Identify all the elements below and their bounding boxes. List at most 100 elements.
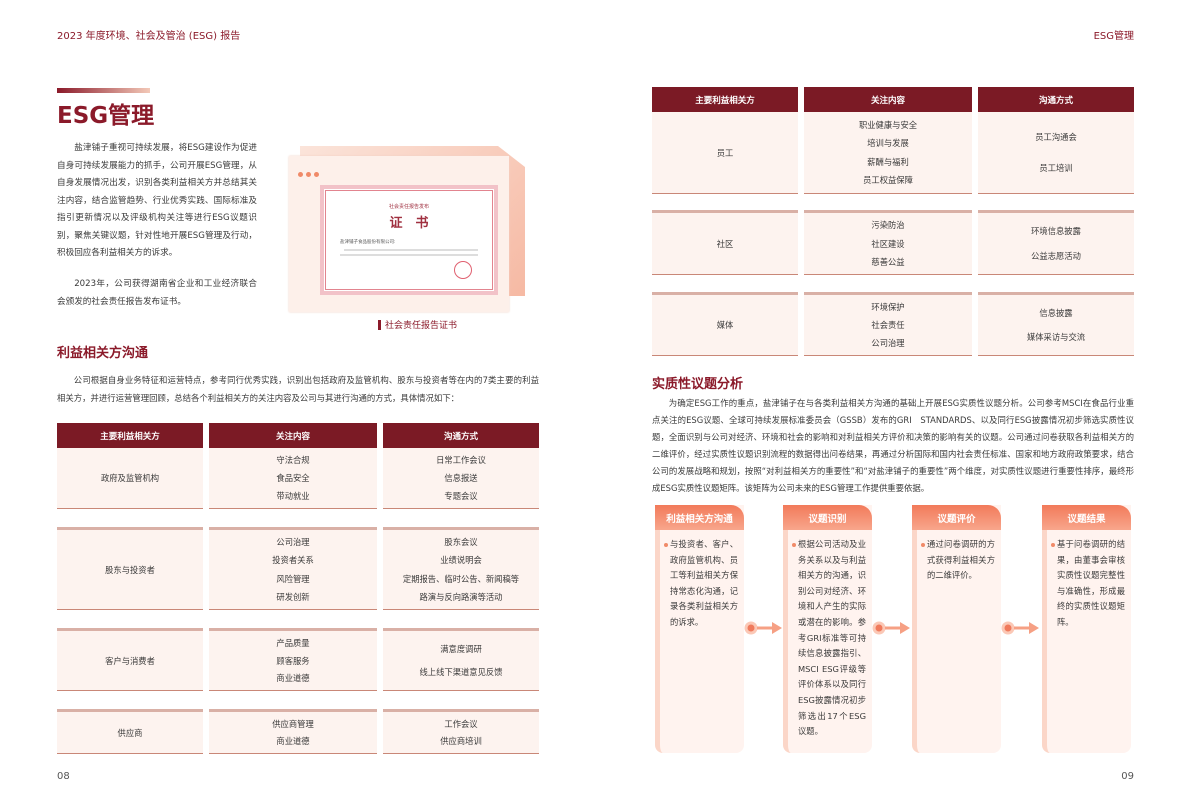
stakeholder-name: 供应商 xyxy=(117,727,143,738)
process-step: 议题评价通过问卷调研的方式获得利益相关方的二维评价。 xyxy=(912,505,1001,753)
concern-item: 研发创新 xyxy=(276,591,310,602)
table-column: 主要利益相关方员工社区媒体 xyxy=(652,87,798,357)
table-header-cell: 关注内容 xyxy=(804,87,972,112)
concern-item: 公司治理 xyxy=(276,537,310,548)
section-header: ESG管理 xyxy=(1093,31,1134,42)
materiality-section-title: 实质性议题分析 xyxy=(652,377,744,392)
stakeholder-name: 员工 xyxy=(716,147,734,158)
seal-icon xyxy=(454,261,472,279)
arrow-right-icon xyxy=(1001,621,1039,635)
concern-item: 薪酬与福利 xyxy=(867,156,909,167)
table-cell: 社区 xyxy=(652,210,798,275)
table-cell: 客户与消费者 xyxy=(57,628,203,691)
stakeholder-section-title: 利益相关方沟通 xyxy=(57,346,149,361)
table-header-cell: 主要利益相关方 xyxy=(652,87,798,112)
table-cell: 员工沟通会员工培训 xyxy=(978,112,1134,194)
process-step: 议题结果基于问卷调研的结果，由董事会审核实质性议题完整性与准确性，形成最终的实质… xyxy=(1042,505,1131,753)
table-cell: 污染防治社区建设慈善公益 xyxy=(804,210,972,275)
page-number-right: 09 xyxy=(1121,771,1134,782)
table-cell: 满意度调研线上线下渠道意见反馈 xyxy=(383,628,539,691)
process-step-title: 议题结果 xyxy=(1042,505,1131,530)
channel-item: 路演与反向路演等活动 xyxy=(419,591,503,602)
concern-item: 公司治理 xyxy=(871,338,905,348)
table-header-cell: 沟通方式 xyxy=(978,87,1134,112)
concern-item: 环境保护 xyxy=(871,302,905,312)
process-step-text: 与投资者、客户、政府监管机构、员工等利益相关方保持常态化沟通，记录各类利益相关方… xyxy=(664,537,738,631)
intro-paragraph: 盐津铺子重视可持续发展，将ESG建设作为促进自身可持续发展能力的抓手，公司开展E… xyxy=(57,143,257,258)
page-title: ESG管理 xyxy=(57,103,155,129)
table-column: 主要利益相关方政府及监管机构股东与投资者客户与消费者供应商 xyxy=(57,423,203,754)
stakeholder-name: 股东与投资者 xyxy=(105,564,155,575)
channel-item: 供应商培训 xyxy=(440,736,482,747)
table-cell: 环境信息披露公益志愿活动 xyxy=(978,210,1134,275)
certificate-title: 证 书 xyxy=(389,216,429,231)
channel-item: 媒体采访与交流 xyxy=(1026,332,1086,342)
concern-item: 带动就业 xyxy=(276,491,310,501)
process-step-text: 基于问卷调研的结果，由董事会审核实质性议题完整性与准确性，形成最终的实质性议题矩… xyxy=(1051,537,1125,631)
channel-item: 线上线下渠道意见反馈 xyxy=(419,667,503,678)
table-cell: 媒体 xyxy=(652,292,798,356)
process-step-text: 根据公司活动及业务关系以及与利益相关方的沟通，识别公司对经济、环境和人产生的实际… xyxy=(792,537,866,740)
process-step: 利益相关方沟通与投资者、客户、政府监管机构、员工等利益相关方保持常态化沟通，记录… xyxy=(655,505,744,753)
report-title-header: 2023 年度环境、社会及管治 (ESG) 报告 xyxy=(57,31,241,42)
channel-item: 满意度调研 xyxy=(440,643,482,654)
concern-item: 职业健康与安全 xyxy=(858,119,918,130)
channel-item: 员工沟通会 xyxy=(1035,132,1077,142)
materiality-paragraph: 为确定ESG工作的重点，盐津铺子在与各类利益相关方沟通的基础上开展ESG实质性议… xyxy=(652,398,1134,493)
concern-item: 供应商管理 xyxy=(272,718,314,729)
stakeholder-paragraph: 公司根据自身业务特征和运营特点，参考同行优秀实践，识别出包括政府及监管机构、股东… xyxy=(57,375,539,403)
certificate-image: 社会责任报告发布 证 书 盐津铺子食品股份有限公司: xyxy=(320,185,498,295)
concern-item: 产品质量 xyxy=(276,637,310,648)
certificate-caption: 社会责任报告证书 xyxy=(378,318,457,331)
title-accent-bar xyxy=(57,88,150,93)
table-cell: 工作会议供应商培训 xyxy=(383,709,539,754)
stakeholder-table-left: 主要利益相关方政府及监管机构股东与投资者客户与消费者供应商关注内容守法合规食品安… xyxy=(57,423,539,754)
stakeholder-name: 媒体 xyxy=(716,320,734,330)
process-step-title: 议题识别 xyxy=(783,505,872,530)
concern-item: 商业道德 xyxy=(276,673,310,684)
page-number-left: 08 xyxy=(57,771,70,782)
channel-item: 股东会议 xyxy=(444,537,478,548)
process-step-text: 通过问卷调研的方式获得利益相关方的二维评价。 xyxy=(921,537,995,584)
concern-item: 守法合规 xyxy=(276,455,310,465)
channel-item: 环境信息披露 xyxy=(1031,226,1081,237)
stakeholder-name: 社区 xyxy=(716,238,734,249)
table-cell: 政府及监管机构 xyxy=(57,448,203,509)
channel-item: 员工培训 xyxy=(1039,163,1073,173)
concern-item: 培训与发展 xyxy=(867,138,909,149)
table-cell: 员工 xyxy=(652,112,798,194)
process-step: 议题识别根据公司活动及业务关系以及与利益相关方的沟通，识别公司对经济、环境和人产… xyxy=(783,505,872,753)
caption-text: 社会责任报告证书 xyxy=(385,321,458,331)
channel-item: 信息披露 xyxy=(1039,308,1073,318)
arrow-right-icon xyxy=(744,621,782,635)
channel-item: 业绩说明会 xyxy=(440,555,482,566)
table-cell: 日常工作会议信息报送专题会议 xyxy=(383,448,539,509)
channel-item: 定期报告、临时公告、新闻稿等 xyxy=(402,573,520,584)
table-cell: 供应商 xyxy=(57,709,203,754)
table-column: 沟通方式员工沟通会员工培训环境信息披露公益志愿活动信息披露媒体采访与交流 xyxy=(978,87,1134,357)
concern-item: 风险管理 xyxy=(276,573,310,584)
stakeholder-name: 政府及监管机构 xyxy=(100,473,160,483)
concern-item: 商业道德 xyxy=(276,736,310,747)
concern-item: 投资者关系 xyxy=(272,555,314,566)
stakeholder-name: 客户与消费者 xyxy=(105,655,155,666)
channel-item: 日常工作会议 xyxy=(436,455,486,465)
table-header-cell: 主要利益相关方 xyxy=(57,423,203,448)
table-column: 关注内容守法合规食品安全带动就业公司治理投资者关系风险管理研发创新产品质量顾客服… xyxy=(209,423,377,754)
table-cell: 股东与投资者 xyxy=(57,527,203,610)
certificate-recipient: 盐津铺子食品股份有限公司: xyxy=(340,240,396,245)
concern-item: 污染防治 xyxy=(871,220,905,231)
process-step-title: 利益相关方沟通 xyxy=(655,505,744,530)
table-column: 沟通方式日常工作会议信息报送专题会议股东会议业绩说明会定期报告、临时公告、新闻稿… xyxy=(383,423,539,754)
table-cell: 股东会议业绩说明会定期报告、临时公告、新闻稿等路演与反向路演等活动 xyxy=(383,527,539,610)
arrow-right-icon xyxy=(872,621,910,635)
channel-item: 专题会议 xyxy=(444,491,478,501)
table-header-cell: 关注内容 xyxy=(209,423,377,448)
table-cell: 供应商管理商业道德 xyxy=(209,709,377,754)
channel-item: 公益志愿活动 xyxy=(1031,250,1081,261)
table-cell: 产品质量顾客服务商业道德 xyxy=(209,628,377,691)
table-cell: 守法合规食品安全带动就业 xyxy=(209,448,377,509)
channel-item: 工作会议 xyxy=(444,718,478,729)
certificate-heading: 社会责任报告发布 xyxy=(388,204,429,210)
table-cell: 公司治理投资者关系风险管理研发创新 xyxy=(209,527,377,610)
